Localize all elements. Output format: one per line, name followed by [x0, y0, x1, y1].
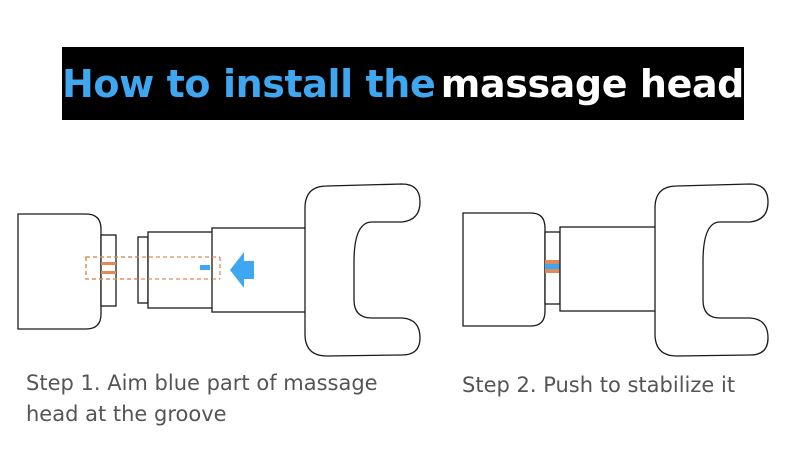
- step2-illustration: [462, 183, 769, 357]
- step1-groove-marker-top: [101, 262, 116, 265]
- step1-caption: Step 1. Aim blue part of massage head at…: [26, 368, 378, 430]
- step1-head-blue-marker: [200, 265, 210, 270]
- step2-marker-orange-top: [545, 260, 560, 264]
- step1-illustration: [17, 183, 421, 357]
- step2-head-neck: [559, 226, 659, 312]
- step1-collar: [100, 234, 117, 307]
- step1-groove-marker-bottom: [101, 271, 116, 274]
- step2-caption-line1: Step 2. Push to stabilize it: [462, 373, 736, 397]
- step2-marker-orange-bottom: [545, 269, 560, 273]
- step1-shaft-tip: [137, 236, 149, 304]
- step1-caption-line1: Step 1. Aim blue part of massage: [26, 371, 378, 395]
- step2-gun-body: [462, 212, 546, 327]
- step2-massage-head: [654, 183, 769, 357]
- step2-marker-blue: [545, 264, 560, 269]
- step1-caption-line2: head at the groove: [26, 402, 227, 426]
- step2-caption: Step 2. Push to stabilize it: [462, 370, 735, 401]
- title-banner: How to install the massage head: [62, 47, 744, 120]
- step1-head-neck: [211, 227, 311, 313]
- title-highlight: How to install the: [62, 61, 436, 106]
- push-arrow-icon: [230, 252, 254, 288]
- step1-gun-body: [17, 213, 102, 330]
- step1-massage-head: [304, 183, 421, 357]
- title-rest: massage head: [440, 61, 745, 106]
